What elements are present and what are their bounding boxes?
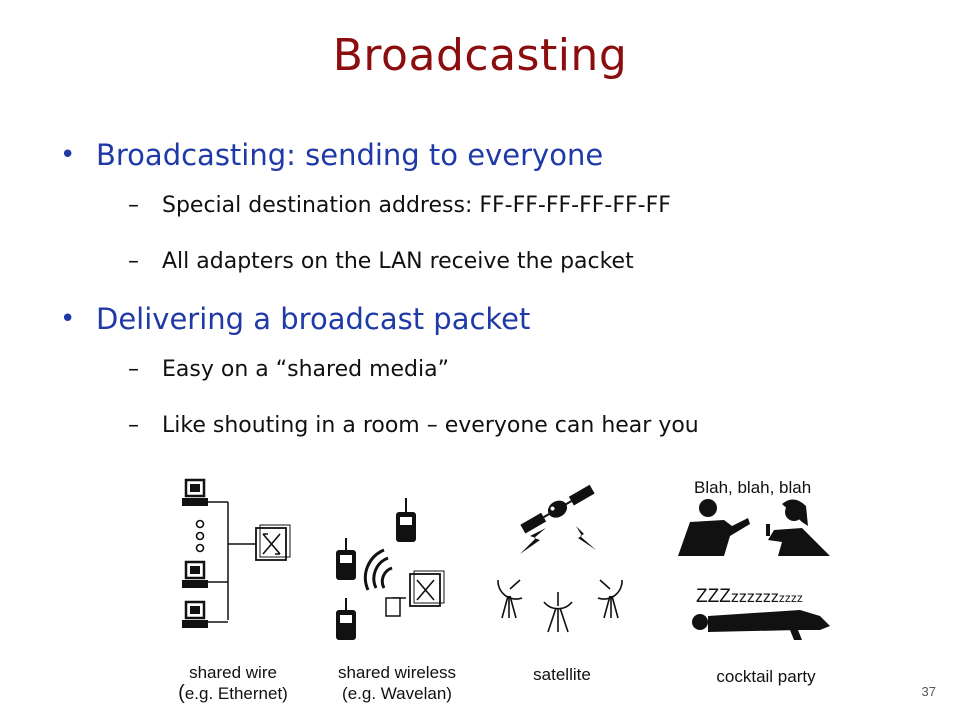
dish-antenna-icon bbox=[597, 579, 623, 619]
bullet-item: • Broadcasting: sending to everyone bbox=[60, 132, 940, 178]
caption-satellite: satellite bbox=[533, 665, 591, 684]
sleeping-person-icon bbox=[692, 610, 830, 640]
shared-wire-diagram bbox=[182, 478, 291, 628]
sub-bullet-text: Like shouting in a room – everyone can h… bbox=[162, 413, 699, 438]
dish-antenna-icon bbox=[543, 592, 573, 633]
bullet-text: Delivering a broadcast packet bbox=[96, 302, 531, 336]
dash-icon: – bbox=[128, 193, 139, 218]
dash-icon: – bbox=[128, 249, 139, 274]
caption-cocktail-party: cocktail party bbox=[716, 667, 816, 686]
router-icon bbox=[255, 524, 291, 561]
sub-bullet-text: Special destination address: FF-FF-FF-FF… bbox=[162, 193, 671, 218]
speech-text: Blah, blah, blah bbox=[694, 478, 812, 497]
caption-shared-wireless: shared wireless (e.g. Wavelan) bbox=[337, 663, 457, 703]
woman-listening-icon bbox=[766, 499, 830, 556]
mobile-device-icon bbox=[336, 598, 356, 640]
wire-line bbox=[208, 501, 256, 623]
sub-bullet-item: – Like shouting in a room – everyone can… bbox=[60, 398, 940, 454]
bullet-text: Broadcasting: sending to everyone bbox=[96, 138, 604, 172]
caption-shared-wire: shared wire (e.g. Ethernet) bbox=[178, 663, 288, 704]
dash-icon: – bbox=[128, 357, 139, 382]
signal-bolt-icon bbox=[520, 526, 596, 554]
computer-icon bbox=[182, 600, 208, 628]
bullet-icon: • bbox=[60, 140, 76, 170]
slide-title: Broadcasting bbox=[332, 30, 628, 81]
ellipsis-dot bbox=[195, 519, 205, 529]
snore-text: ZZZzzzzzzzzzz bbox=[696, 586, 803, 607]
ellipsis-dot bbox=[195, 543, 205, 553]
page-number: 37 bbox=[921, 684, 936, 699]
bullet-list: • Broadcasting: sending to everyone – Sp… bbox=[60, 132, 940, 454]
bullet-icon: • bbox=[60, 304, 76, 334]
mobile-device-icon bbox=[336, 538, 356, 580]
mobile-device-icon bbox=[396, 498, 416, 542]
computer-icon bbox=[182, 478, 208, 506]
wireless-waves-icon bbox=[363, 548, 393, 591]
sub-bullet-text: Easy on a “shared media” bbox=[162, 357, 449, 382]
sub-bullet-item: – All adapters on the LAN receive the pa… bbox=[60, 234, 940, 290]
sub-bullet-item: – Easy on a “shared media” bbox=[60, 342, 940, 398]
cocktail-party-diagram bbox=[678, 499, 830, 640]
ellipsis-dot bbox=[195, 531, 205, 541]
satellite-diagram bbox=[497, 484, 623, 633]
sub-bullet-text: All adapters on the LAN receive the pack… bbox=[162, 249, 634, 274]
access-point-icon bbox=[385, 570, 445, 617]
sub-bullet-item: – Special destination address: FF-FF-FF-… bbox=[60, 178, 940, 234]
shared-wireless-diagram bbox=[336, 498, 445, 640]
computer-icon bbox=[182, 560, 208, 588]
dish-antenna-icon bbox=[497, 579, 523, 619]
bullet-item: • Delivering a broadcast packet bbox=[60, 296, 940, 342]
dash-icon: – bbox=[128, 413, 139, 438]
man-speaking-icon bbox=[678, 499, 750, 556]
satellite-icon bbox=[520, 484, 595, 534]
